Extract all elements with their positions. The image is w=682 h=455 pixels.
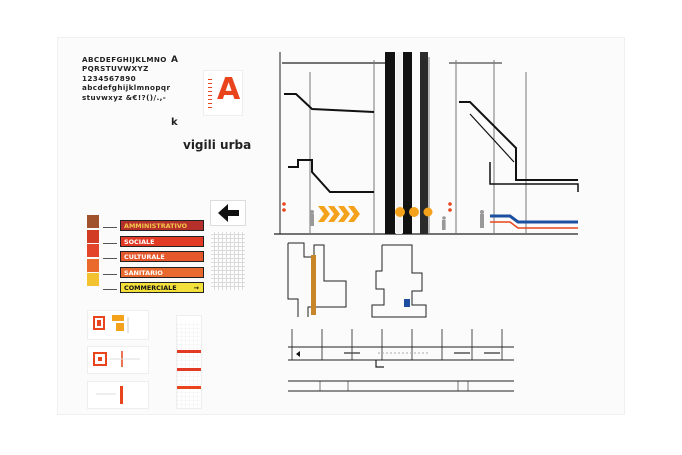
grid-pattern-card bbox=[211, 232, 245, 290]
category-sign-commerciale: COMMERCIALE → bbox=[120, 282, 204, 293]
signage-strip-drawing bbox=[288, 329, 514, 392]
grid-dots bbox=[208, 79, 212, 109]
arrow-right-icon: → bbox=[193, 284, 199, 292]
sample-word: vigili urba bbox=[183, 138, 252, 152]
category-sign-sanitario: SANITARIO bbox=[120, 266, 204, 278]
floor-plan-2 bbox=[88, 347, 148, 373]
color-swatches bbox=[87, 215, 100, 288]
letter-sample-card: A bbox=[204, 71, 242, 115]
floor-plan-1 bbox=[88, 311, 148, 339]
arrow-left-icon bbox=[218, 204, 239, 222]
floor-plan-3 bbox=[88, 382, 148, 408]
category-sign-culturale: CULTURALE bbox=[120, 251, 204, 262]
lowercase-letter-label: k bbox=[171, 117, 178, 128]
sample-glyph: A bbox=[217, 72, 241, 107]
specimen-line-lowercase-2: stuvwxyz &€!?()/.,- bbox=[82, 92, 167, 102]
typeface-specimen: ABCDEFGHIJKLMNO PQRSTUVWXYZ 1234567890 a… bbox=[82, 55, 182, 102]
specimen-line-uppercase-1: ABCDEFGHIJKLMNO bbox=[82, 55, 167, 64]
plan-drawing-left bbox=[287, 242, 347, 317]
plan-drawing-right bbox=[371, 244, 427, 318]
category-label-commerciale: COMMERCIALE bbox=[124, 284, 177, 292]
swatch-commerciale bbox=[87, 273, 99, 286]
swatch-culturale bbox=[87, 244, 99, 257]
swatch-amministrativo bbox=[87, 215, 99, 228]
category-sign-sociale: SOCIALE bbox=[120, 235, 204, 247]
swatch-sanitario bbox=[87, 258, 99, 272]
category-sign-amministrativo: AMMINISTRATIVO bbox=[120, 220, 204, 231]
stripe-sample bbox=[177, 316, 201, 408]
stair-elevation-drawing bbox=[274, 52, 579, 235]
specimen-line-digits: 1234567890 bbox=[82, 73, 137, 83]
specimen-line-lowercase-1: abcdefghijklmnopqr bbox=[82, 83, 171, 93]
specimen-line-uppercase-2: PQRSTUVWXYZ bbox=[82, 64, 149, 74]
direction-sign bbox=[211, 201, 245, 225]
capital-letter-label: A bbox=[171, 55, 178, 65]
swatch-sociale bbox=[87, 229, 99, 243]
